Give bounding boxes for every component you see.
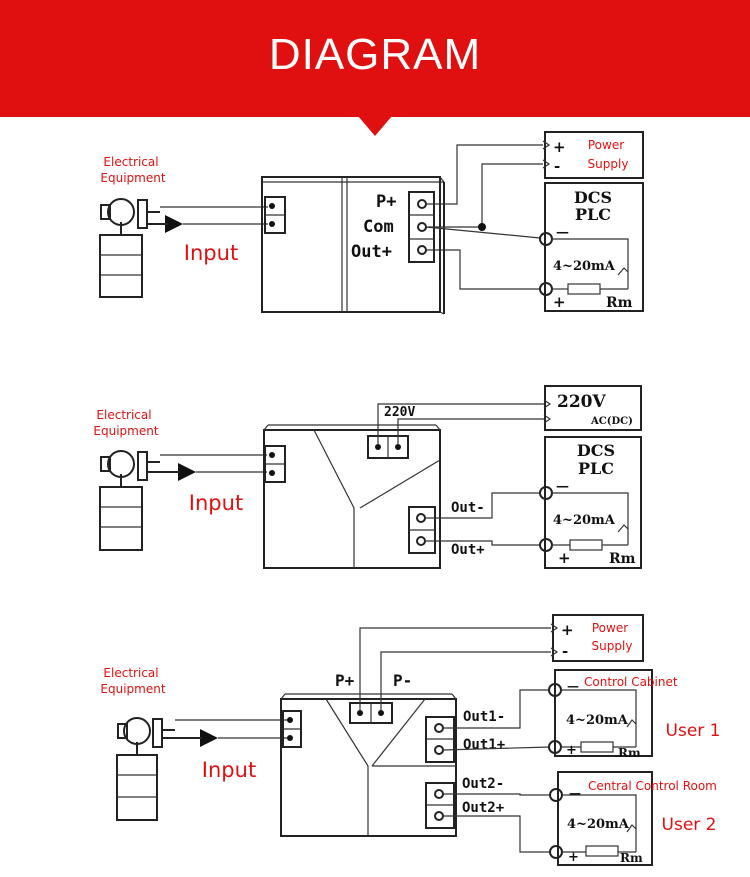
plc-label: PLC <box>575 205 611 224</box>
supply-minus: - <box>562 642 568 660</box>
input-arrow <box>165 215 183 233</box>
terminal-com: Com <box>363 217 394 237</box>
supply-label-line1: Power <box>592 621 628 635</box>
receiver-box-1 <box>548 669 653 757</box>
sensor-icon <box>116 717 175 821</box>
wire-out-minus <box>426 492 540 519</box>
user-2-label: User 2 <box>662 815 717 835</box>
receiver-2-current: 4~20mA <box>567 817 630 832</box>
current-range: 4~20mA <box>553 513 616 528</box>
supply-label-line1: Power <box>588 138 624 152</box>
dcs-label: DCS <box>577 441 615 460</box>
receiver-2-minus: — <box>569 786 581 800</box>
sensor-icon <box>99 450 160 551</box>
receiver-1-label: Control Cabinet <box>584 675 678 689</box>
user-1-label: User 1 <box>666 721 721 741</box>
terminal-out-plus: Out+ <box>451 542 485 558</box>
wire-voltage-label: 220V <box>384 405 415 420</box>
receiver-1-current: 4~20mA <box>566 713 629 728</box>
wire-power-plus <box>359 627 551 710</box>
input-label: Input <box>184 241 238 265</box>
power-supply-box <box>550 614 644 662</box>
terminal-p-plus: P+ <box>376 192 396 212</box>
dcs-label: DCS <box>574 188 612 207</box>
banner-pointer <box>358 116 392 136</box>
receiver-2-label: Central Control Room <box>588 779 717 793</box>
device-label-line2: Equipment <box>93 424 158 438</box>
input-arrow <box>200 729 218 747</box>
supply-label-line2: Supply <box>592 639 633 653</box>
input-label: Input <box>202 758 256 782</box>
device-label-line2: Equipment <box>100 682 165 696</box>
sensor-icon <box>99 198 160 298</box>
terminal-p-plus: P+ <box>335 671 355 690</box>
device-label-line1: Electrical <box>103 155 158 169</box>
input-label: Input <box>189 491 243 515</box>
ac-dc-label: AC(DC) <box>590 416 633 427</box>
receiver-2-plus: + <box>568 850 579 865</box>
power-supply-box <box>542 131 644 179</box>
receiver-1-minus: — <box>567 679 579 693</box>
terminal-out2-minus: Out2- <box>462 776 504 792</box>
wire-out-to-dcs <box>426 249 540 290</box>
terminal-p-minus: P- <box>393 671 412 690</box>
dcs-minus-mark: — <box>556 225 569 240</box>
current-range: 4~20mA <box>553 259 616 274</box>
junction-dot <box>478 223 486 231</box>
transmitter-module <box>263 424 441 569</box>
wire-out-plus <box>426 540 540 546</box>
wire-out1-plus <box>442 746 551 751</box>
receiver-1-resistor: Rm <box>618 746 641 760</box>
supply-plus: + <box>561 621 574 639</box>
dcs-plus-mark: + <box>553 293 566 311</box>
supply-minus: - <box>554 157 560 175</box>
terminal-out1-plus: Out1+ <box>463 737 505 753</box>
diagram-2: Electrical Equipment Input <box>93 385 642 569</box>
supply-label-line2: Supply <box>588 157 629 171</box>
ac-supply-box <box>543 385 642 431</box>
wire-power-minus <box>380 651 551 710</box>
transmitter-module <box>280 693 457 837</box>
wire-220v-b <box>397 418 544 444</box>
input-arrow <box>178 463 196 481</box>
device-label-line2: Equipment <box>100 171 165 185</box>
device-label-line1: Electrical <box>96 408 151 422</box>
wire-220v-a <box>377 403 544 444</box>
supply-plus: + <box>553 138 566 156</box>
receiver-1-plus: + <box>566 743 577 758</box>
terminal-out2-plus: Out2+ <box>462 800 504 816</box>
receiver-box-2 <box>549 771 653 866</box>
header-banner: DIAGRAM <box>0 0 750 117</box>
terminal-out-minus: Out- <box>451 500 485 516</box>
terminal-out-plus: Out+ <box>351 242 392 262</box>
wire-power-plus <box>426 144 543 205</box>
resistor-label: Rm <box>606 295 633 311</box>
diagram-3: Electrical Equipment Input <box>100 614 721 866</box>
device-label-line1: Electrical <box>103 666 158 680</box>
wire-out2-minus <box>443 793 550 796</box>
terminal-out1-minus: Out1- <box>463 709 505 725</box>
wire-out2-plus <box>443 815 550 853</box>
page-title: DIAGRAM <box>268 30 482 79</box>
wire-out1-minus <box>443 689 550 729</box>
resistor-label: Rm <box>609 551 636 567</box>
wire-power-minus <box>426 163 543 228</box>
ac-voltage-label: 220V <box>557 392 606 412</box>
dcs-plc-box <box>539 436 642 569</box>
dcs-minus-mark: — <box>556 479 569 494</box>
dcs-plc-box <box>539 182 644 312</box>
wire-com-to-dcs <box>425 226 541 239</box>
dcs-plus-mark: + <box>558 549 571 567</box>
diagram-1: Electrical Equipment Input <box>99 131 644 315</box>
receiver-2-resistor: Rm <box>620 851 643 865</box>
plc-label: PLC <box>578 459 614 478</box>
